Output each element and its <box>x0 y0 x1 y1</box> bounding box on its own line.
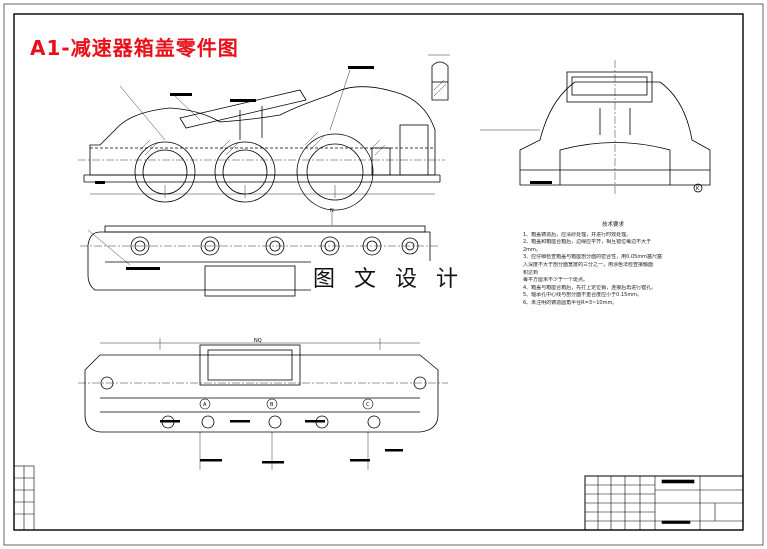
label-n: N <box>330 208 334 214</box>
top-view <box>80 212 440 297</box>
requirement-line: 1、箱盖铸造后，应清砂处理，并进行时效处理。 <box>523 231 632 238</box>
technical-requirements-heading: 技术要求 <box>601 222 624 228</box>
detail-lug <box>428 54 450 101</box>
requirement-line: 每平方厘米不少于一个斑点。 <box>523 277 589 284</box>
inner-border <box>13 13 744 531</box>
outer-border <box>3 3 764 546</box>
requirement-line: 5、轴承孔中心线与剖分面不重合度应小于0.15mm。 <box>523 292 643 299</box>
requirement-line: 2mm。 <box>523 246 541 253</box>
label-nq: NQ <box>254 338 262 344</box>
label-section-a: A <box>203 402 207 408</box>
requirement-line: 3、应仔细检查箱盖与箱座剖分面的密合性，用0.05mm塞尺塞 <box>523 254 663 261</box>
requirement-line: 6、未注明的铸造圆角半径R=3~10mm。 <box>523 299 618 306</box>
watermark: 图 文 设 计 <box>311 261 466 293</box>
requirement-line: 2、箱盖和箱座合箱后，边缘应平齐，相互错位每边不大于 <box>523 239 652 246</box>
requirement-line: 积达到 <box>523 269 539 276</box>
bottom-view <box>78 338 448 470</box>
label-section-b: B <box>270 402 274 408</box>
label-section-c: C <box>366 402 370 408</box>
requirement-line: 入深度不大于剖分面宽度的三分之一，用涂色法检查接触面 <box>523 261 654 268</box>
title-block <box>584 475 744 531</box>
label-section-k: K <box>696 186 700 192</box>
revision-strip <box>13 465 35 531</box>
technical-requirements: 技术要求 1、箱盖铸造后，应清砂处理，并进行时效处理。 2、箱盖和箱座合箱后，边… <box>523 222 703 308</box>
side-view <box>480 60 711 195</box>
requirement-line: 4、箱盖与箱座合箱后，先打上定位销，连接后再进行镗孔。 <box>523 284 657 291</box>
drawing-title: A1-减速器箱盖零件图 <box>30 36 239 60</box>
front-view <box>78 66 445 211</box>
